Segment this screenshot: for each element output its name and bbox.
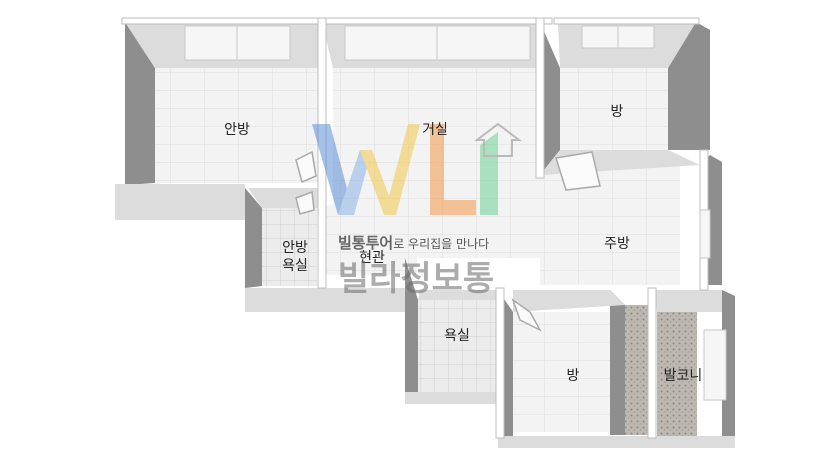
door-room-top-right	[555, 151, 601, 191]
floor-balcony-right	[657, 312, 697, 437]
door-master-bath	[295, 190, 315, 215]
doors	[295, 150, 601, 332]
svg-text:빌통투어로 우리집을 만나다: 빌통투어로 우리집을 만나다	[338, 234, 489, 252]
floor-entrance	[322, 205, 417, 275]
label-balcony: 발코니	[664, 368, 703, 384]
label-bathroom: 욕실	[444, 328, 470, 344]
door-master-bedroom	[295, 150, 317, 184]
label-master-bath-line1: 안방	[282, 240, 308, 256]
floor-master-bedroom	[155, 68, 320, 183]
floor-balcony-left	[625, 305, 651, 435]
label-master-bath-line2: 욕실	[282, 258, 308, 274]
window-balcony	[703, 329, 727, 401]
door-room-bottom	[511, 298, 542, 332]
watermark-tagline-bold: 빌통투어	[338, 234, 393, 252]
windows	[184, 25, 727, 401]
floor-room-top-right	[560, 68, 668, 150]
watermark-tagline-rest: 로 우리집을 만나다	[393, 237, 489, 251]
label-room-bottom: 방	[567, 368, 580, 384]
label-living-room: 거실	[422, 122, 448, 138]
watermark-logo	[312, 122, 522, 215]
window-kitchen	[699, 209, 711, 259]
label-entrance: 현관	[359, 250, 385, 266]
floor-room-bottom	[513, 312, 625, 432]
floor-master-bath	[262, 208, 317, 286]
label-room-top-right: 방	[611, 104, 624, 120]
label-kitchen: 주방	[604, 236, 630, 252]
label-master-bedroom: 안방	[224, 122, 250, 138]
floor-bathroom	[415, 300, 497, 392]
floor-kitchen	[540, 160, 680, 285]
watermark-text: 빌통투어로 우리집을 만나다 빌라정보통	[338, 234, 494, 299]
house-icon	[474, 122, 522, 157]
room-labels: 안방 거실 방 안방 욕실 주방 현관 욕실 방 발코니	[224, 104, 702, 384]
watermark-brand: 빌라정보통	[338, 259, 494, 299]
